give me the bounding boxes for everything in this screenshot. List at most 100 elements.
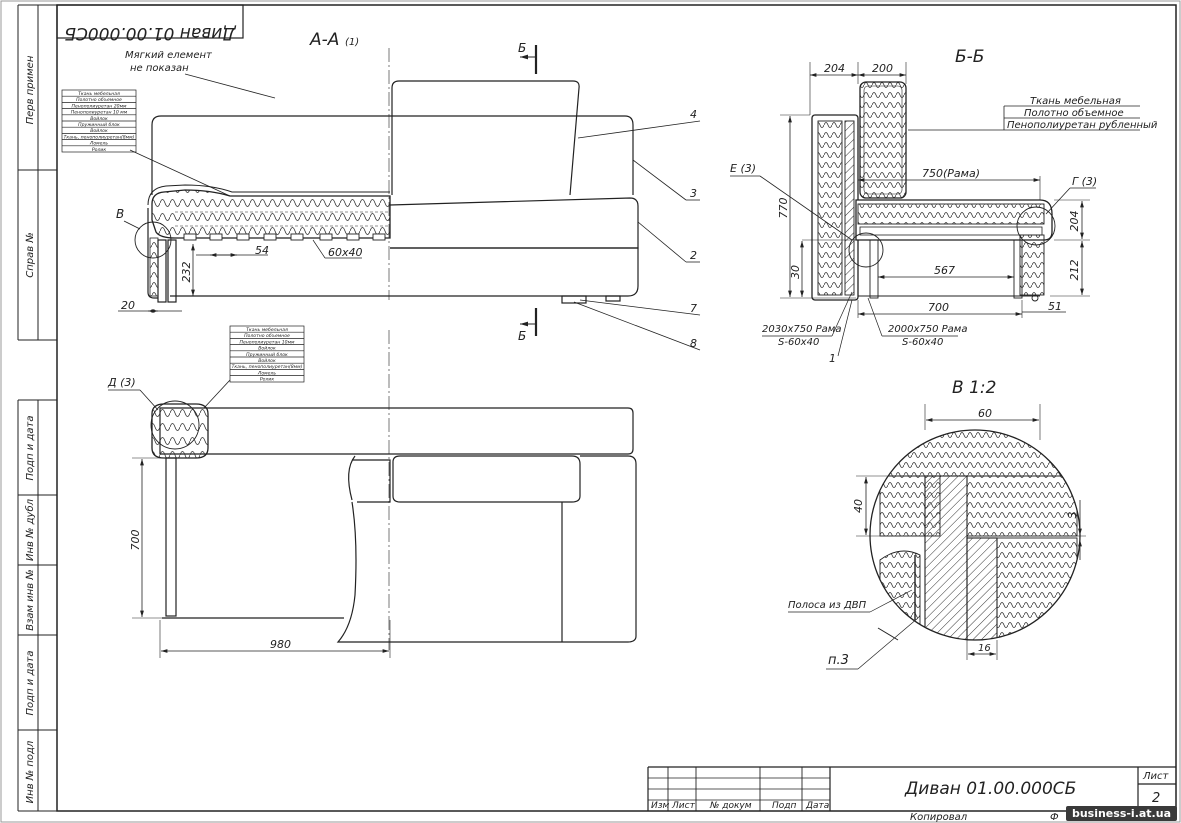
dim-232: 232	[180, 262, 193, 283]
mat-aa-9: Ролик	[92, 147, 107, 153]
label-g: Г (3)	[1072, 175, 1097, 188]
dim-bb-204-right: 204	[1068, 211, 1081, 232]
section-bb-title: Б-Б	[955, 47, 984, 67]
material-table-aa	[61, 89, 137, 153]
lamellae-aa	[183, 233, 386, 241]
side-label-5: Взам инв №	[25, 569, 36, 631]
dim-bb-204-top: 204	[824, 62, 845, 75]
dim-bb-700: 700	[928, 301, 949, 314]
frame2-line2: S-60x40	[902, 337, 943, 348]
mat-plan-7: Ломель	[257, 370, 276, 376]
dim-bb-567: 567	[934, 264, 955, 277]
frame1-line1: 2030x750 Рама	[762, 324, 841, 335]
mat-aa-8: Ломель	[89, 141, 108, 147]
legend-bb-1: Полотно объемное	[1024, 107, 1124, 119]
callout-1: 1	[829, 352, 836, 365]
tb-col-list: Лист	[671, 801, 696, 811]
tb-copied: Копировал	[910, 812, 968, 823]
seat-bb	[857, 203, 1045, 225]
mat-plan-1: Полотно объемное	[244, 333, 290, 339]
tb-col-date: Дата	[805, 801, 829, 811]
mat-aa-0: Ткань мебельная	[78, 91, 120, 97]
pillow-bb	[859, 81, 907, 199]
cut-b-bottom: Б	[518, 329, 526, 343]
callout-3: 3	[690, 187, 697, 200]
mirrored-title: Диван 01.00.000СБ	[64, 23, 236, 43]
mat-aa-2: Пенополиуретан 20мм	[71, 103, 127, 109]
callout-8: 8	[690, 337, 697, 350]
dim-detail-3: 3	[1066, 512, 1079, 519]
side-label-7: Инв № подл	[25, 740, 36, 803]
dim-bb-200: 200	[872, 62, 893, 75]
legend-bb-0: Ткань мебельная	[1030, 95, 1121, 107]
title-block	[647, 766, 1176, 811]
watermark-badge: business-i.at.ua	[1065, 806, 1177, 821]
label-p3: п.3	[828, 653, 849, 668]
dim-detail-60: 60	[978, 407, 992, 420]
section-aa: А-А (1) Мягкий елемент не показан Ткань …	[61, 30, 701, 351]
side-label-6: Подп и дата	[25, 651, 36, 716]
frame-border	[56, 4, 1177, 812]
tb-col-izm: Изм	[651, 801, 670, 811]
mat-plan-4: Пружинный блок	[246, 352, 288, 358]
mat-aa-7: Ткань, пенополиуретан(8мм)	[64, 134, 135, 140]
mat-aa-5: Пружинный блок	[78, 122, 120, 128]
label-e: Е (3)	[730, 162, 756, 175]
side-label-1: Перв примен	[25, 55, 36, 124]
mat-aa-1: Полотно объемное	[76, 97, 122, 103]
dim-20: 20	[121, 299, 135, 312]
sofa-profile-aa	[151, 80, 639, 304]
dim-bb-750: 750(Рама)	[922, 167, 980, 180]
frame2-line1: 2000x750 Рама	[888, 324, 967, 335]
section-aa-title-sub: (1)	[345, 37, 359, 48]
cut-b-top: Б	[518, 41, 526, 55]
mat-plan-0: Ткань мебельная	[246, 327, 288, 333]
dim-plan-700: 700	[129, 530, 142, 551]
dim-bb-770: 770	[777, 198, 790, 219]
dim-bb-212: 212	[1068, 260, 1081, 281]
detail-v-title: В 1:2	[952, 378, 996, 398]
mirrored-title-box	[56, 4, 244, 39]
mat-plan-2: Пенополиуретан 10мм	[239, 339, 295, 345]
mat-aa-6: Войлок	[90, 128, 108, 134]
dim-54: 54	[255, 244, 269, 257]
tb-sheet-label: Лист	[1142, 771, 1170, 782]
tb-name: Диван 01.00.000СБ	[904, 779, 1076, 799]
note-line-2: не показан	[130, 63, 189, 74]
side-label-2: Справ №	[25, 232, 36, 277]
arm-roll-plan	[151, 403, 209, 459]
dim-detail-16: 16	[978, 643, 991, 654]
plan-view: Ткань мебельная Полотно объемное Пенопол…	[107, 325, 637, 658]
tb-col-doc: № докум	[709, 801, 752, 811]
label-d: Д (3)	[107, 376, 136, 389]
mat-plan-6: Ткань, пенополиуретан(8мм)	[232, 364, 303, 370]
callout-4: 4	[690, 108, 697, 121]
dim-60x40: 60x40	[328, 246, 363, 259]
mat-plan-3: Войлок	[258, 346, 276, 352]
mat-aa-3: Пенополиуретан 10 мм	[71, 110, 128, 116]
material-table-plan	[229, 325, 305, 383]
tb-col-sign: Подп	[772, 801, 796, 811]
callout-2: 2	[690, 249, 697, 262]
dim-bb-30: 30	[789, 265, 802, 279]
left-margin-strip	[17, 4, 57, 812]
dim-detail-40: 40	[852, 499, 865, 513]
legend-bb-2: Пенополиуретан рубленный	[1007, 119, 1158, 131]
label-strip: Полоса из ДВП	[788, 600, 867, 611]
mat-aa-4: Войлок	[90, 116, 108, 122]
dim-plan-980: 980	[270, 638, 291, 651]
frame1-line2: S-60x40	[778, 337, 819, 348]
legend-bb	[908, 105, 1140, 131]
backrest-bb	[817, 120, 843, 296]
side-label-4: Инв № дубл	[24, 498, 36, 561]
side-label-3: Подп и дата	[25, 416, 36, 481]
note-line-1: Мягкий елемент	[125, 50, 213, 61]
section-bb: Б-Б 204 200	[730, 47, 1158, 365]
callout-v: В	[116, 207, 124, 221]
detail-v: В 1:2 60 40 3 16 Полоса из ДВП	[788, 378, 1086, 670]
section-aa-title: А-А	[309, 30, 339, 50]
tb-sheet-no: 2	[1152, 791, 1160, 806]
callout-7: 7	[690, 302, 697, 315]
